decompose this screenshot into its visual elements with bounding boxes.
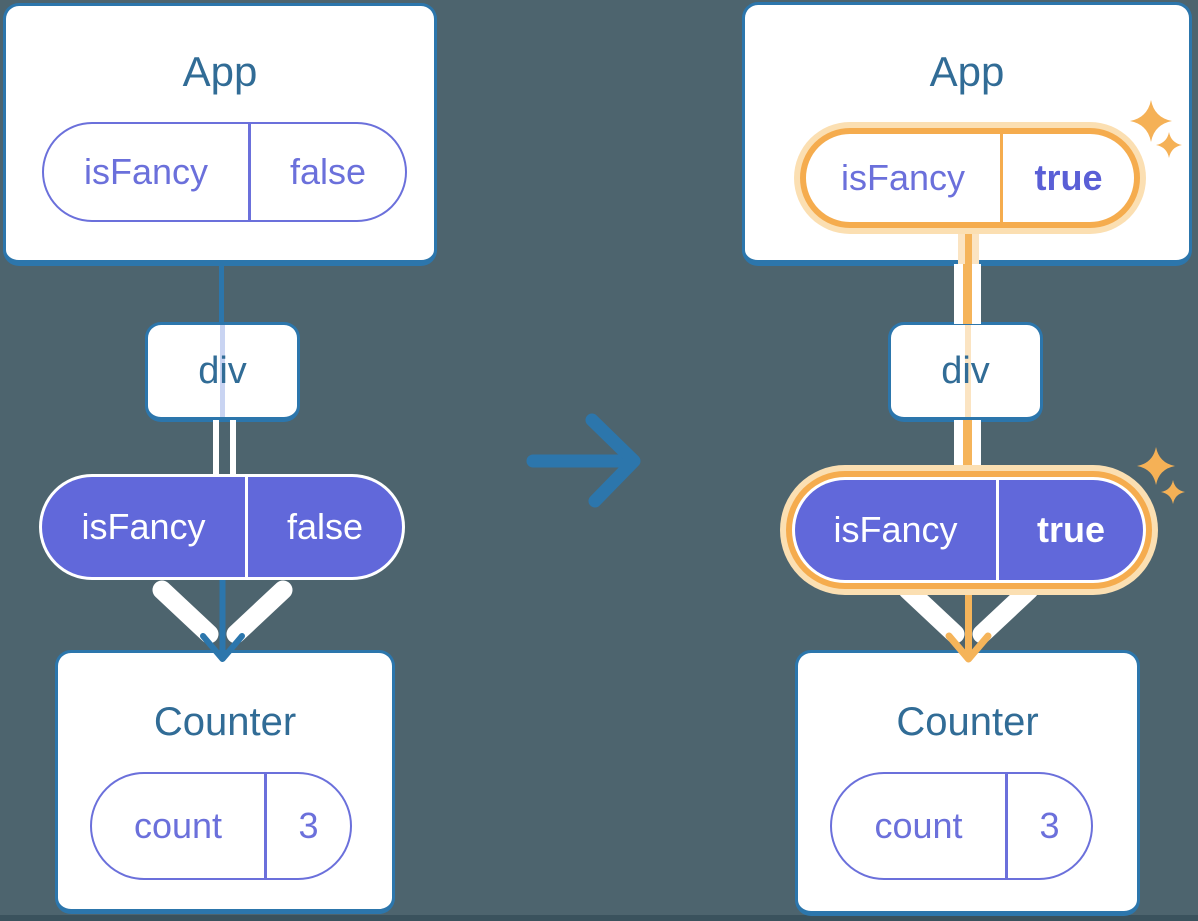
div-card-left (145, 322, 300, 422)
prop-line-right-lower (954, 420, 981, 482)
counter-title-left: Counter (153, 700, 297, 744)
bottom-edge-strip (0, 915, 1198, 921)
pill-divider (264, 774, 267, 878)
state-value: 3 (1039, 805, 1060, 846)
state-value: 3 (298, 805, 319, 846)
prop-pill-right: isFancy true (795, 480, 1143, 580)
app-title-left: App (182, 48, 258, 95)
prop-value: true (1034, 157, 1103, 198)
prop-key: isFancy (833, 509, 958, 550)
sparkle-icon (1137, 447, 1175, 485)
edge-app-div-left (219, 264, 224, 324)
prop-key: isFancy (81, 506, 206, 547)
state-key: count (874, 805, 963, 846)
sparkle-icon (1130, 100, 1172, 142)
app-prop-pill-left: isFancy false (42, 122, 407, 222)
pill-divider (996, 480, 999, 580)
edge-app-div-right (958, 234, 979, 266)
through-line-left (220, 325, 225, 417)
pill-divider (1000, 134, 1003, 222)
pill-divider (248, 124, 251, 220)
app-title-right: App (929, 48, 1005, 95)
chevron-arrow-right (898, 570, 1039, 663)
prop-line-right-upper (954, 264, 981, 324)
through-line-right (965, 325, 971, 417)
state-key: count (133, 805, 223, 846)
chevron-arrow-left (152, 571, 293, 662)
counter-title-right: Counter (896, 700, 1039, 744)
sparkle-icon (1156, 132, 1182, 158)
prop-line-left-2 (230, 420, 236, 480)
prop-value: false (286, 506, 364, 547)
prop-line-left (213, 420, 219, 480)
div-title-right: div (941, 350, 990, 392)
prop-key: isFancy (83, 151, 209, 192)
state-pill-right: count 3 (830, 772, 1093, 880)
sparkle-icon (1161, 480, 1185, 504)
prop-value: false (289, 151, 367, 192)
pill-divider (1005, 774, 1008, 878)
state-pill-left: count 3 (90, 772, 352, 880)
pill-divider (245, 477, 248, 577)
prop-pill-left: isFancy false (42, 477, 402, 577)
div-title-left: div (198, 350, 247, 392)
prop-value: true (1036, 509, 1105, 550)
app-prop-pill-right: isFancy true (800, 128, 1140, 228)
transition-arrow (526, 413, 641, 508)
prop-key: isFancy (840, 157, 966, 198)
